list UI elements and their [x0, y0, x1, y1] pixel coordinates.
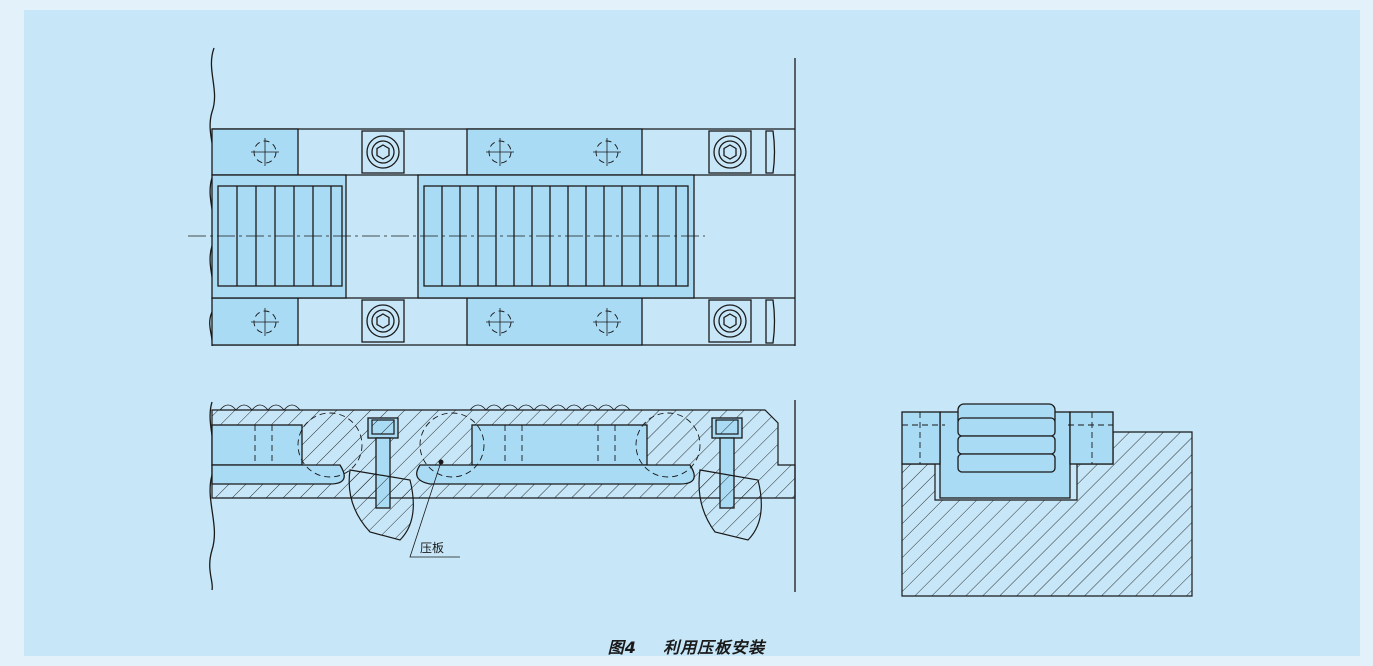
section-bolt-1: [348, 417, 414, 541]
end-view: [901, 403, 1193, 597]
end-view-roller-2: [957, 435, 1056, 455]
end-view-roller-1: [957, 417, 1056, 437]
callout-label: 压板: [420, 541, 444, 555]
roller-block-left: [211, 174, 347, 299]
section-roller-pocket-1: [211, 464, 345, 485]
end-view-roller-3: [957, 453, 1056, 473]
section-roller-pocket-2: [416, 464, 695, 485]
callout-leader: [409, 461, 460, 558]
bolt-head-symbols: [361, 130, 752, 343]
section-plate-2: [471, 424, 648, 466]
end-view-plate-right: [1069, 411, 1114, 465]
top-view: [188, 47, 796, 347]
end-view-plate-left: [901, 411, 941, 465]
clamp-plate-lower-1: [211, 297, 299, 346]
hole-symbols: [251, 138, 621, 336]
clamp-plate-lower-2: [466, 297, 643, 346]
figure-caption: 图4 利用压板安装: [607, 638, 766, 657]
section-view: 压板: [209, 400, 796, 592]
section-bolt-2: [698, 417, 762, 541]
roller-block-right: [417, 174, 695, 299]
section-plate-1: [211, 424, 303, 466]
